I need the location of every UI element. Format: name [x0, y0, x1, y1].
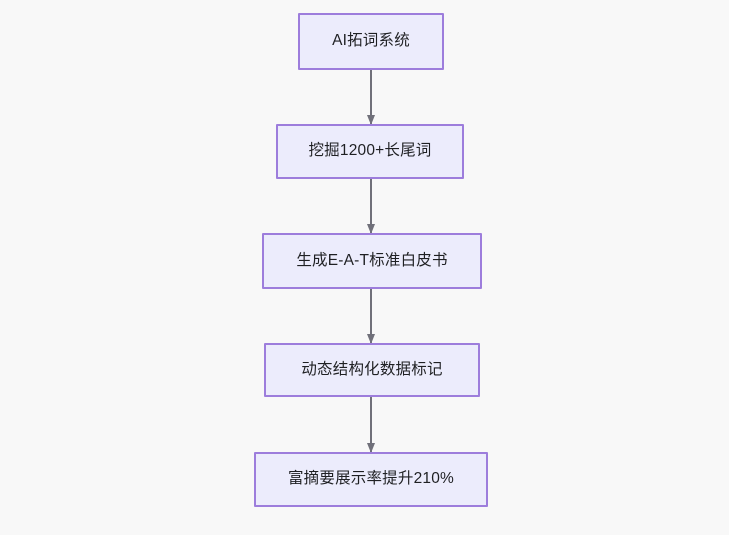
flow-node-label: 富摘要展示率提升210%: [287, 470, 455, 488]
flow-node-dynamic-structured-data-markup[interactable]: 动态结构化数据标记: [264, 343, 480, 397]
flow-node-label: 生成E-A-T标准白皮书: [296, 251, 448, 269]
flow-node-label: 动态结构化数据标记: [301, 360, 443, 378]
flow-node-label: 挖掘1200+长尾词: [308, 142, 432, 160]
flow-node-label: AI拓词系统: [332, 32, 410, 50]
flow-node-ai-keyword-system[interactable]: AI拓词系统: [298, 13, 444, 70]
flow-node-generate-eat-whitepaper[interactable]: 生成E-A-T标准白皮书: [262, 233, 482, 289]
flow-node-rich-snippet-rate-increase[interactable]: 富摘要展示率提升210%: [254, 452, 488, 507]
flow-node-mine-longtail-keywords[interactable]: 挖掘1200+长尾词: [276, 124, 464, 179]
